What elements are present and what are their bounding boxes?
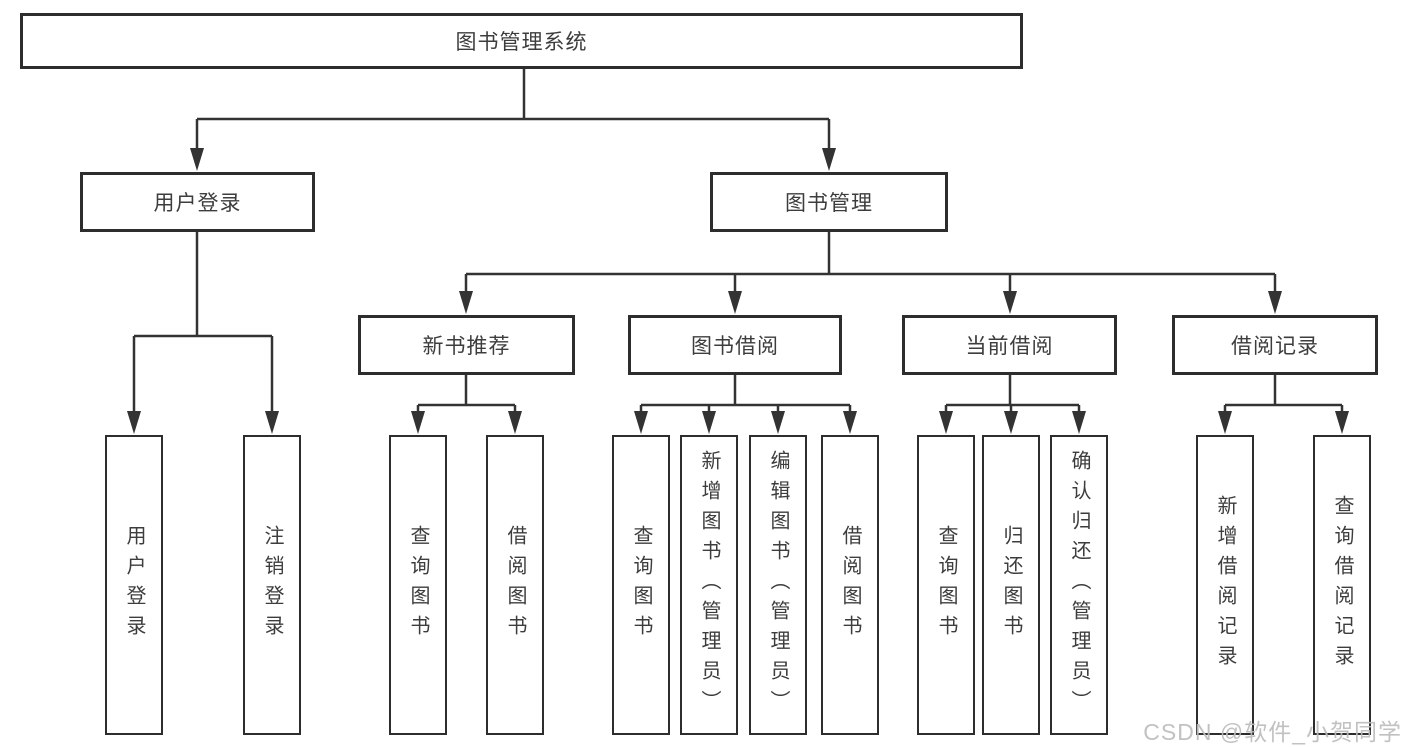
leaf-query-books-current: 查询图书 <box>917 435 975 735</box>
leaf-add-books-admin-label: 新增图书（管理员） <box>698 450 720 720</box>
leaf-return-books: 归还图书 <box>982 435 1040 735</box>
node-current-borrowing: 当前借阅 <box>902 315 1117 375</box>
leaf-logout-label: 注销登录 <box>261 525 283 645</box>
leaf-query-books-current-label: 查询图书 <box>935 525 957 645</box>
node-borrowing-records: 借阅记录 <box>1172 315 1378 375</box>
leaf-query-books-recommend-label: 查询图书 <box>407 525 429 645</box>
leaf-confirm-return-admin: 确认归还（管理员） <box>1050 435 1108 735</box>
leaf-borrow-books-recommend-label: 借阅图书 <box>504 525 526 645</box>
node-book-management: 图书管理 <box>710 172 948 232</box>
arrowheads <box>127 148 1349 434</box>
leaf-query-books-borrowing-label: 查询图书 <box>630 525 652 645</box>
leaf-user-login-label: 用户登录 <box>123 525 145 645</box>
leaf-borrow-books-label: 借阅图书 <box>839 525 861 645</box>
leaf-return-books-label: 归还图书 <box>1000 525 1022 645</box>
leaf-borrow-books-recommend: 借阅图书 <box>486 435 544 735</box>
node-new-book-recommendation: 新书推荐 <box>358 315 575 375</box>
connector-paths <box>132 69 1344 415</box>
leaf-add-borrow-record: 新增借阅记录 <box>1196 435 1254 735</box>
leaf-edit-books-admin-label: 编辑图书（管理员） <box>767 450 789 720</box>
node-root: 图书管理系统 <box>20 13 1023 69</box>
leaf-query-borrow-record-label: 查询借阅记录 <box>1331 495 1353 675</box>
leaf-add-borrow-record-label: 新增借阅记录 <box>1214 495 1236 675</box>
leaf-edit-books-admin: 编辑图书（管理员） <box>749 435 807 735</box>
node-user-login: 用户登录 <box>80 172 315 232</box>
leaf-query-books-recommend: 查询图书 <box>389 435 447 735</box>
leaf-query-borrow-record: 查询借阅记录 <box>1313 435 1371 735</box>
leaf-user-login: 用户登录 <box>105 435 163 735</box>
leaf-add-books-admin: 新增图书（管理员） <box>680 435 738 735</box>
csdn-watermark: CSDN @软件_小贺同学 <box>1143 719 1402 745</box>
leaf-confirm-return-admin-label: 确认归还（管理员） <box>1068 450 1090 720</box>
node-book-borrowing: 图书借阅 <box>628 315 842 375</box>
leaf-query-books-borrowing: 查询图书 <box>612 435 670 735</box>
leaf-logout: 注销登录 <box>243 435 301 735</box>
leaf-borrow-books: 借阅图书 <box>821 435 879 735</box>
